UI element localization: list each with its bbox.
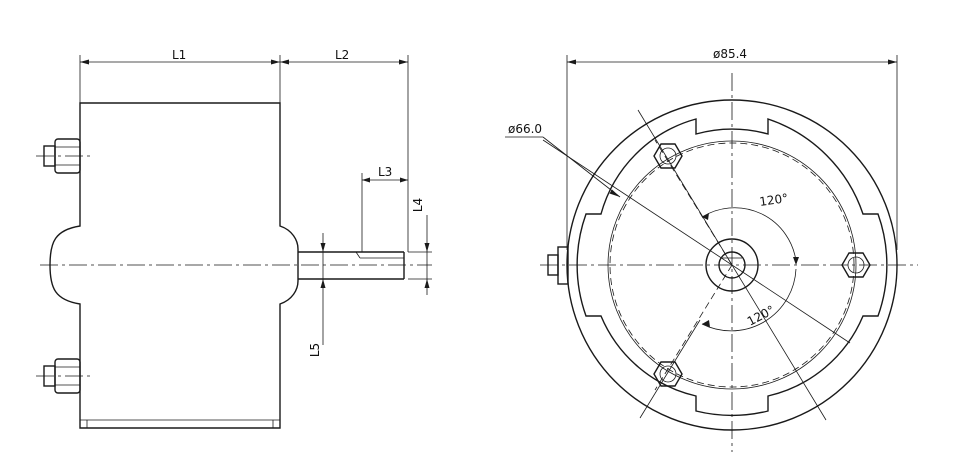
bolt-head-top-left	[653, 143, 683, 169]
bolt-head-bottom-left	[653, 361, 683, 387]
dimension-l5	[316, 233, 330, 345]
dimension-l3-label: L3	[378, 165, 392, 179]
left-terminal	[547, 246, 569, 285]
outer-rim	[566, 99, 898, 431]
angle-top-label: 120°	[758, 191, 789, 209]
screw-boss-top	[36, 138, 93, 174]
dimension-l4	[408, 215, 432, 295]
dimension-l3	[361, 173, 408, 252]
dimension-l5-label: L5	[308, 343, 322, 357]
dimension-l1-label: L1	[172, 48, 186, 62]
front-view: ø66.0 ø85.4 120° 120°	[505, 47, 918, 452]
side-view: L1 L2 L3 L4	[36, 48, 432, 429]
screw-boss-bottom	[36, 358, 93, 394]
dimension-l4-label: L4	[411, 198, 425, 212]
outer-diameter-label: ø85.4	[713, 47, 747, 61]
outer-diameter-dimension	[566, 55, 898, 250]
angle-bottom-label: 120°	[745, 303, 777, 329]
motor-body-outline	[49, 102, 299, 429]
cover-plate-circle	[607, 140, 857, 390]
bolt-head-right	[841, 252, 871, 278]
hub-outer	[705, 238, 759, 292]
angle-arc-top	[701, 207, 797, 262]
dimension-l2	[280, 55, 409, 252]
diameter-leader-line	[542, 139, 851, 344]
shaft	[298, 251, 405, 280]
bolt-circle	[609, 142, 855, 388]
angle-arc-bottom	[701, 268, 797, 332]
inner-notched-ring	[576, 118, 888, 417]
bolt-circle-diameter-leader	[505, 136, 621, 198]
dimension-l1	[79, 55, 281, 103]
bolt-circle-diameter-label: ø66.0	[508, 122, 542, 136]
dimension-l2-label: L2	[335, 48, 349, 62]
hub-shaft	[718, 251, 746, 279]
